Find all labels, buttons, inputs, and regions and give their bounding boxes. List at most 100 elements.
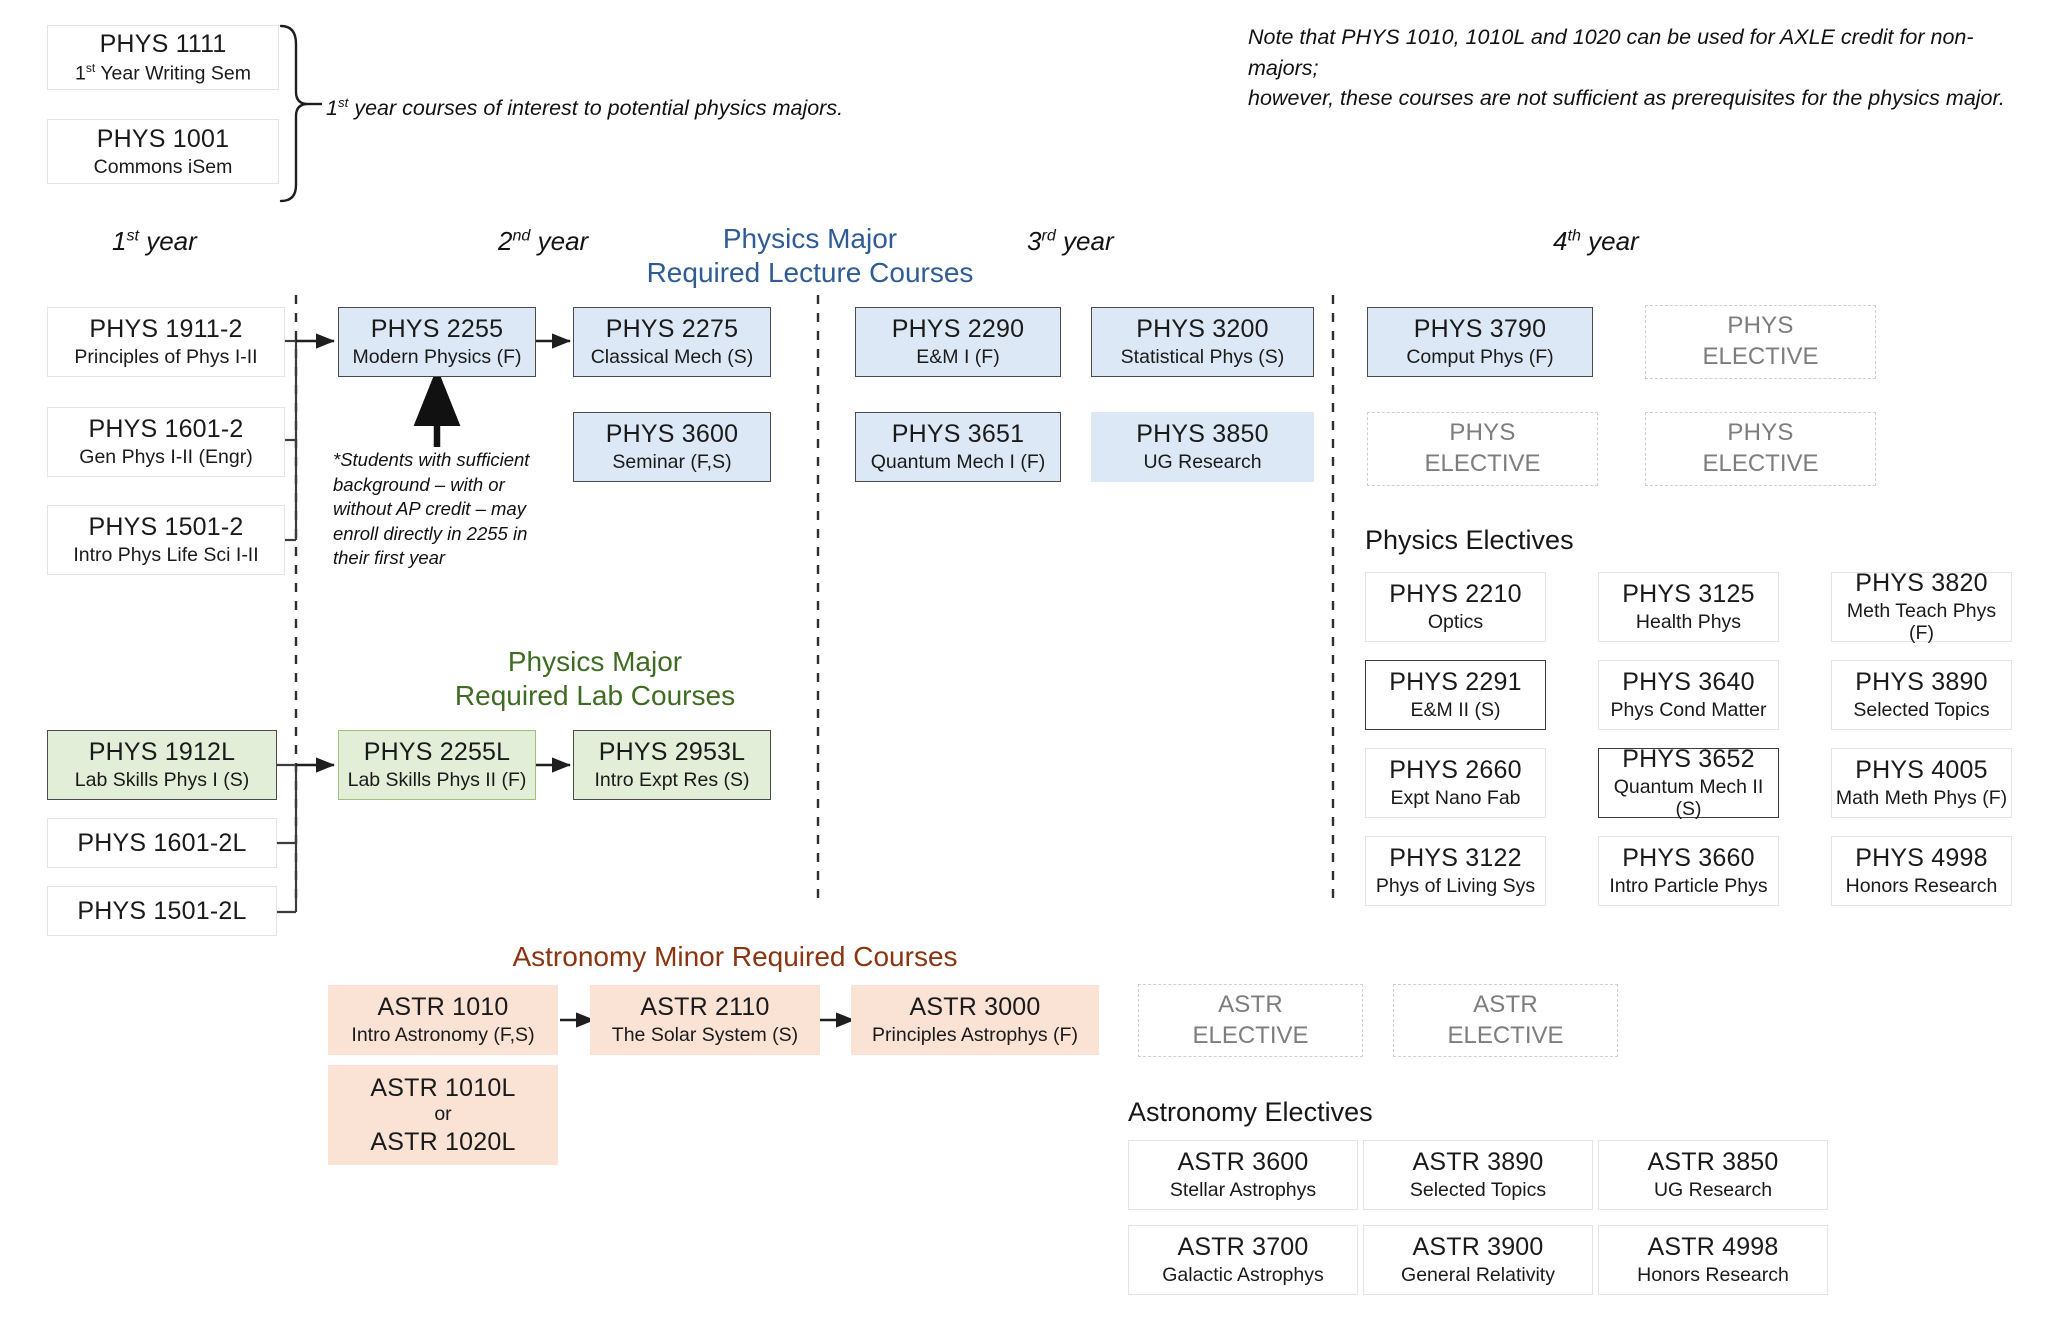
elective-label-line-1: ASTR	[1473, 990, 1538, 1018]
course-code: PHYS 1601-2	[88, 415, 244, 444]
course-title: Intro Astronomy (F,S)	[351, 1024, 535, 1047]
elective-box-phys-3820[interactable]: PHYS 3820 Meth Teach Phys (F)	[1831, 569, 2012, 644]
course-box-phys-2255[interactable]: PHYS 2255 Modern Physics (F)	[338, 307, 536, 377]
course-code: PHYS 1001	[96, 124, 230, 153]
course-box-phys-3850[interactable]: PHYS 3850 UG Research	[1091, 412, 1314, 482]
elective-box-phys-4005[interactable]: PHYS 4005 Math Meth Phys (F)	[1831, 748, 2012, 818]
course-box-phys-2290[interactable]: PHYS 2290 E&M I (F)	[855, 307, 1061, 377]
course-box-phys-1501-2[interactable]: PHYS 1501-2 Intro Phys Life Sci I-II	[47, 505, 285, 575]
course-code: PHYS 4998	[1855, 844, 1988, 873]
course-code: ASTR 3850	[1647, 1148, 1779, 1177]
course-title: Seminar (F,S)	[612, 451, 732, 474]
course-box-astr-3000[interactable]: ASTR 3000 Principles Astrophys (F)	[851, 985, 1099, 1055]
elective-box-phys-3122[interactable]: PHYS 3122 Phys of Living Sys	[1365, 836, 1546, 906]
course-title: Stellar Astrophys	[1169, 1179, 1317, 1202]
course-box-astr-2110[interactable]: ASTR 2110 The Solar System (S)	[590, 985, 820, 1055]
elective-box-astr-3700[interactable]: ASTR 3700 Galactic Astrophys	[1128, 1225, 1358, 1295]
course-title: Quantum Mech II (S)	[1613, 776, 1764, 820]
elective-box-phys-3125[interactable]: PHYS 3125 Health Phys	[1598, 572, 1779, 642]
course-code: PHYS 3122	[1389, 844, 1522, 873]
course-code: PHYS 3600	[605, 420, 739, 449]
course-title: E&M II (S)	[1410, 699, 1501, 722]
elective-box-phys-3652[interactable]: PHYS 3652 Quantum Mech II (S)	[1598, 745, 1779, 820]
course-title: Modern Physics (F)	[352, 346, 522, 369]
axle-credit-note: Note that PHYS 1010, 1010L and 1020 can …	[1248, 22, 2010, 114]
course-code: PHYS 2660	[1389, 756, 1522, 785]
course-code: PHYS 2953L	[598, 738, 746, 767]
year-label-3: 3rd year	[1027, 226, 1114, 256]
elective-label-line-2: ELECTIVE	[1424, 450, 1541, 477]
course-title: Phys of Living Sys	[1375, 875, 1536, 898]
year-label-2: 2nd year	[498, 226, 589, 256]
phys-elective-slot-2[interactable]: PHYS ELECTIVE	[1367, 412, 1598, 486]
course-code: PHYS 3850	[1136, 420, 1269, 449]
course-box-phys-2255l[interactable]: PHYS 2255L Lab Skills Phys II (F)	[338, 730, 536, 800]
course-title: Expt Nano Fab	[1390, 787, 1521, 810]
course-title: The Solar System (S)	[611, 1024, 799, 1047]
astronomy-electives-heading: Astronomy Electives	[1128, 1097, 1373, 1127]
course-box-phys-1911-2[interactable]: PHYS 1911-2 Principles of Phys I-II	[47, 307, 285, 377]
course-code: PHYS 3820	[1855, 569, 1988, 598]
course-title: Lab Skills Phys II (F)	[347, 769, 527, 792]
course-title: Meth Teach Phys (F)	[1846, 600, 1997, 644]
course-box-phys-1001[interactable]: PHYS 1001 Commons iSem	[47, 119, 279, 184]
phys-elective-slot-3[interactable]: PHYS ELECTIVE	[1645, 412, 1876, 486]
physics-electives-heading: Physics Electives	[1365, 525, 1574, 555]
footnote-2255-direct-enroll: *Students with sufficient background – w…	[333, 449, 530, 569]
course-title: UG Research	[1653, 1179, 1773, 1202]
course-box-phys-3200[interactable]: PHYS 3200 Statistical Phys (S)	[1091, 307, 1314, 377]
course-code: PHYS 4005	[1855, 756, 1988, 785]
course-code: ASTR 2110	[640, 993, 770, 1022]
astr-elective-slot-2[interactable]: ASTR ELECTIVE	[1393, 984, 1618, 1057]
axle-note-line-1: Note that PHYS 1010, 1010L and 1020 can …	[1248, 25, 1974, 80]
phys-elective-slot-1[interactable]: PHYS ELECTIVE	[1645, 305, 1876, 379]
course-box-phys-1501-2l[interactable]: PHYS 1501-2L	[47, 886, 277, 936]
year-label-4: 4th year	[1553, 226, 1639, 256]
course-box-astr-1010[interactable]: ASTR 1010 Intro Astronomy (F,S)	[328, 985, 558, 1055]
course-box-phys-1601-2[interactable]: PHYS 1601-2 Gen Phys I-II (Engr)	[47, 407, 285, 477]
course-code: PHYS 1601-2L	[77, 829, 247, 857]
elective-box-phys-3640[interactable]: PHYS 3640 Phys Cond Matter	[1598, 660, 1779, 730]
course-title: Optics	[1427, 611, 1484, 634]
course-title: Health Phys	[1635, 611, 1742, 634]
lab-heading-line-2: Required Lab Courses	[454, 679, 736, 711]
course-code: ASTR 3890	[1412, 1148, 1544, 1177]
course-box-phys-1601-2l[interactable]: PHYS 1601-2L	[47, 818, 277, 868]
course-title: General Relativity	[1401, 1264, 1555, 1287]
course-box-phys-3790[interactable]: PHYS 3790 Comput Phys (F)	[1367, 307, 1593, 377]
course-code: ASTR 3900	[1412, 1233, 1544, 1262]
interest-bracket-label: 1st year courses of interest to potentia…	[326, 94, 844, 120]
elective-box-phys-2660[interactable]: PHYS 2660 Expt Nano Fab	[1365, 748, 1546, 818]
course-title: 1st Year Writing Sem	[75, 60, 251, 85]
course-box-phys-3651[interactable]: PHYS 3651 Quantum Mech I (F)	[855, 412, 1061, 482]
elective-label-line-2: ELECTIVE	[1702, 343, 1819, 370]
elective-box-phys-2291[interactable]: PHYS 2291 E&M II (S)	[1365, 660, 1546, 730]
course-code: PHYS 1912L	[88, 738, 236, 767]
course-box-phys-3600[interactable]: PHYS 3600 Seminar (F,S)	[573, 412, 771, 482]
course-title: Galactic Astrophys	[1162, 1264, 1324, 1287]
elective-box-phys-4998[interactable]: PHYS 4998 Honors Research	[1831, 836, 2012, 906]
course-box-phys-1912l[interactable]: PHYS 1912L Lab Skills Phys I (S)	[47, 730, 277, 800]
course-code: PHYS 2255	[370, 315, 504, 344]
elective-box-phys-3890[interactable]: PHYS 3890 Selected Topics	[1831, 660, 2012, 730]
course-title: Quantum Mech I (F)	[870, 451, 1046, 474]
course-code: ASTR 3000	[909, 993, 1041, 1022]
course-box-phys-2275[interactable]: PHYS 2275 Classical Mech (S)	[573, 307, 771, 377]
elective-label-line-2: ELECTIVE	[1447, 1021, 1564, 1049]
course-code: PHYS 3652	[1622, 745, 1755, 774]
course-box-phys-2953l[interactable]: PHYS 2953L Intro Expt Res (S)	[573, 730, 771, 800]
course-box-phys-1111[interactable]: PHYS 1111 1st Year Writing Sem	[47, 25, 279, 90]
course-box-astr-lab-choice[interactable]: ASTR 1010L or ASTR 1020L	[328, 1065, 558, 1165]
elective-box-phys-3660[interactable]: PHYS 3660 Intro Particle Phys	[1598, 836, 1779, 906]
course-code: PHYS 1111	[99, 29, 227, 58]
course-code: PHYS 1911-2	[89, 315, 243, 344]
elective-box-astr-3900[interactable]: ASTR 3900 General Relativity	[1363, 1225, 1593, 1295]
course-title: Comput Phys (F)	[1406, 346, 1554, 369]
elective-box-astr-3600[interactable]: ASTR 3600 Stellar Astrophys	[1128, 1140, 1358, 1210]
elective-box-astr-3890[interactable]: ASTR 3890 Selected Topics	[1363, 1140, 1593, 1210]
elective-box-astr-4998[interactable]: ASTR 4998 Honors Research	[1598, 1225, 1828, 1295]
elective-box-phys-2210[interactable]: PHYS 2210 Optics	[1365, 572, 1546, 642]
course-code: ASTR 4998	[1647, 1233, 1779, 1262]
elective-box-astr-3850[interactable]: ASTR 3850 UG Research	[1598, 1140, 1828, 1210]
astr-elective-slot-1[interactable]: ASTR ELECTIVE	[1138, 984, 1363, 1057]
